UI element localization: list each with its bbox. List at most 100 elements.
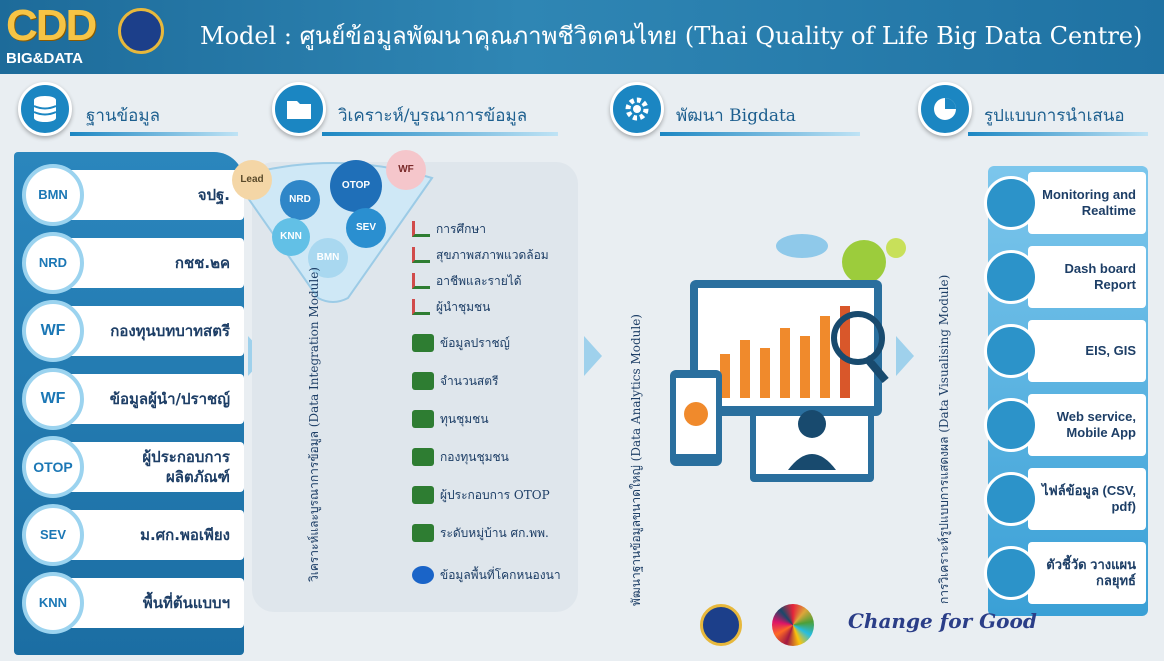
output-label: EIS, GIS (1085, 343, 1136, 358)
topic-item: ข้อมูลพื้นที่โคกหนองนา (412, 562, 561, 588)
funnel-bubble: KNN (272, 218, 310, 256)
database-item: BMN จปฐ. (22, 164, 244, 226)
output-label-box (1028, 468, 1146, 530)
topic-item: กองทุนชุมชน (412, 444, 509, 470)
integration-module-label: วิเคราะห์และบูรณาการข้อมูล (Data Integra… (307, 267, 321, 582)
database-label-box (66, 374, 244, 424)
flow-arrow-icon (896, 336, 914, 376)
bar-chart-icon (412, 410, 434, 428)
mobile-icon (984, 398, 1038, 452)
output-item: Dash board Report (984, 242, 1150, 312)
target-icon (984, 546, 1038, 600)
ministry-seal-icon (118, 8, 164, 54)
output-label: Dash board Report (1064, 261, 1136, 292)
section-divider (70, 132, 238, 136)
database-label: ข้อมูลผู้นำ/ปราชญ์ (109, 390, 230, 408)
chart-icon (412, 221, 430, 237)
cdd-logo: CDD (6, 1, 97, 50)
analytics-illustration (670, 234, 906, 482)
output-item: EIS, GIS (984, 316, 1150, 386)
funnel-bubble: BMN (308, 238, 348, 278)
visualising-module-label: การวิเคราะห์รูปแบบการแสดงผล (Data Visual… (937, 274, 951, 604)
database-label-box (66, 170, 244, 220)
database-code-badge: NRD (22, 232, 84, 294)
database-code-badge: WF (22, 368, 84, 430)
topic-item: จำนวนสตรี (412, 368, 498, 394)
funnel-bubble: SEV (346, 208, 386, 248)
map-pin-icon (984, 324, 1038, 378)
section-title-database: ฐานข้อมูล (86, 106, 161, 126)
section-divider (968, 132, 1148, 136)
output-item: Web service, Mobile App (984, 390, 1150, 460)
chart-icon (412, 299, 430, 315)
dashboard-icon (984, 250, 1038, 304)
database-label: ผู้ประกอบการ ผลิตภัณฑ์ (142, 448, 230, 486)
chart-icon (412, 247, 430, 263)
database-label-box (66, 238, 244, 288)
sdg-wheel-icon (772, 604, 814, 646)
chart-icon (412, 273, 430, 289)
output-label-box (1028, 394, 1146, 456)
database-label: จปฐ. (197, 186, 230, 204)
bar-chart-icon (412, 448, 434, 466)
funnel-bubble: Lead (232, 160, 272, 200)
folder-icon (272, 82, 326, 136)
pie-chart-icon (918, 82, 972, 136)
database-icon (18, 82, 72, 136)
topic-item: อาชีพและรายได้ (412, 268, 522, 294)
database-label-box (66, 578, 244, 628)
database-label: พื้นที่ต้นแบบฯ (142, 594, 230, 612)
output-label: Web service, Mobile App (1056, 409, 1136, 440)
file-icon (984, 472, 1038, 526)
output-label: Monitoring and Realtime (1042, 187, 1136, 218)
funnel-bubble: NRD (280, 180, 320, 220)
topic-item: ข้อมูลปราชญ์ (412, 330, 510, 356)
database-item: OTOP ผู้ประกอบการ ผลิตภัณฑ์ (22, 436, 244, 498)
section-title-integration: วิเคราะห์/บูรณาการข้อมูล (338, 106, 528, 126)
output-item: ไฟล์ข้อมูล (CSV, pdf) (984, 464, 1150, 534)
department-seal-icon (700, 604, 742, 646)
database-label-box (66, 510, 244, 560)
slogan-text: Change for Good (848, 609, 1037, 633)
database-code-badge: BMN (22, 164, 84, 226)
database-item: KNN พื้นที่ต้นแบบฯ (22, 572, 244, 634)
output-label-box (1028, 172, 1146, 234)
big-data-logo-text: BIG&DATA (6, 50, 83, 67)
gear-icon (610, 82, 664, 136)
funnel-bubble: OTOP (330, 160, 382, 212)
analytics-module-label: พัฒนาฐานข้อมูลขนาดใหญ่ (Data Analytics M… (629, 314, 643, 606)
database-code-badge: KNN (22, 572, 84, 634)
section-divider (322, 132, 558, 136)
output-label-box (1028, 320, 1146, 382)
database-item: NRD กชช.๒ค (22, 232, 244, 294)
section-divider (660, 132, 860, 136)
output-label: ตัวชี้วัด วางแผนกลยุทธ์ (1046, 557, 1136, 588)
chart-icon (984, 176, 1038, 230)
bar-chart-icon (412, 486, 434, 504)
database-code-badge: WF (22, 300, 84, 362)
database-code-badge: SEV (22, 504, 84, 566)
output-panel (988, 166, 1148, 616)
bar-chart-icon (412, 334, 434, 352)
database-label: กชช.๒ค (174, 254, 230, 272)
topic-item: ทุนชุมชน (412, 406, 489, 432)
bar-chart-icon (412, 524, 434, 542)
database-code-badge: OTOP (22, 436, 84, 498)
database-label-box (66, 306, 244, 356)
database-item: WF กองทุนบทบาทสตรี (22, 300, 244, 362)
globe-icon (412, 566, 434, 584)
funnel-bubble: WF (386, 150, 426, 190)
database-label: กองทุนบทบาทสตรี (110, 322, 230, 340)
page-title: Model : ศูนย์ข้อมูลพัฒนาคุณภาพชีวิตคนไทย… (200, 22, 1143, 50)
topic-item: ระดับหมู่บ้าน ศก.พพ. (412, 520, 549, 546)
output-item: ตัวชี้วัด วางแผนกลยุทธ์ (984, 538, 1150, 608)
topic-item: ผู้ประกอบการ OTOP (412, 482, 550, 508)
bar-chart-icon (412, 372, 434, 390)
flow-arrow-icon (584, 336, 602, 376)
topic-item: สุขภาพสภาพแวดล้อม (412, 242, 549, 268)
database-label-box (66, 442, 244, 492)
database-item: WF ข้อมูลผู้นำ/ปราชญ์ (22, 368, 244, 430)
header-banner (0, 0, 1164, 74)
topic-item: ผู้นำชุมชน (412, 294, 490, 320)
output-item: Monitoring and Realtime (984, 168, 1150, 238)
